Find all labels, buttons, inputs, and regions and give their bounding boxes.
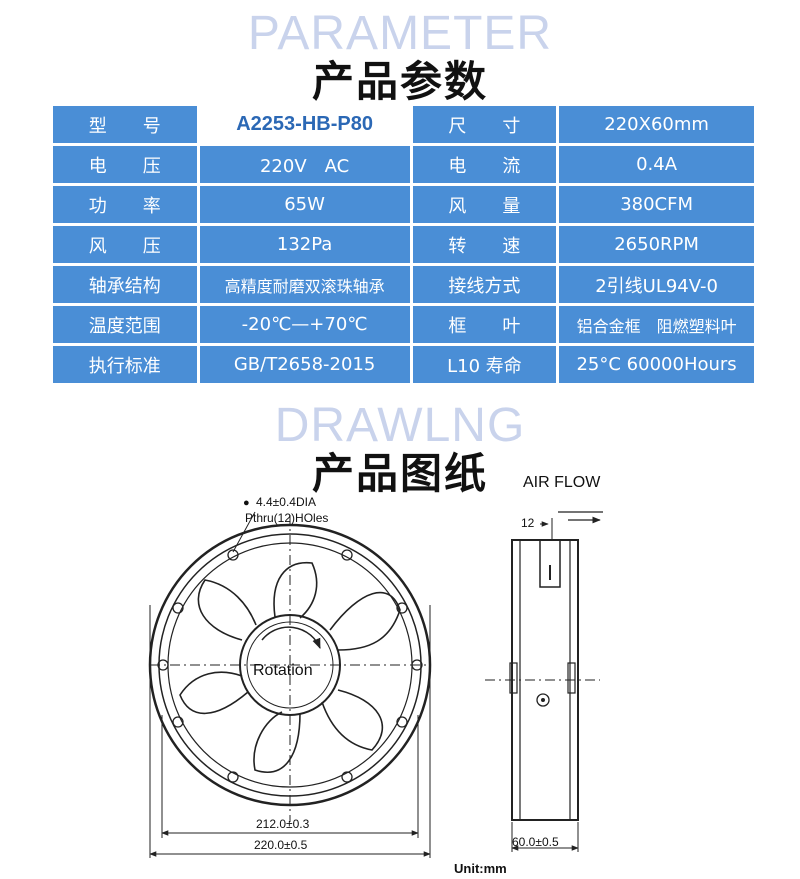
drawing-title: 产品图纸 [311,449,488,498]
spec-label-right: 电 流 [412,146,557,183]
parameter-watermark: PARAMETER [247,7,553,60]
spec-label-left: 风 压 [53,226,197,263]
spec-value-left: GB/T2658-2015 [199,346,410,383]
spec-label-right: L10 寿命 [412,346,557,383]
mounting-holes [157,549,423,783]
spec-label-right: 转 速 [412,226,557,263]
spec-value-left: 132Pa [199,226,410,263]
spec-value-right: 220X60mm [559,106,754,143]
fan-front-view [148,511,432,858]
dim-inner-diameter: 212.0±0.3 [256,817,310,831]
spec-value-left: 65W [199,186,410,223]
spec-label-right: 框 叶 [412,306,557,343]
spec-value-right: 2650RPM [559,226,754,263]
air-flow-label: AIR FLOW [523,474,601,491]
dim-side-12: 12 [521,516,535,530]
spec-value-left: -20℃—+70℃ [199,306,410,343]
hole-spec-bullet: ● [243,497,250,509]
unit-label: Unit:mm [454,861,507,876]
spec-label-right: 尺 寸 [412,106,557,143]
spec-label-right: 风 量 [412,186,557,223]
spec-value-right: 0.4A [559,146,754,183]
spec-label-left: 功 率 [53,186,197,223]
spec-label-left: 执行标准 [53,346,197,383]
dim-depth: 60.0±0.5 [512,835,559,849]
spec-label-left: 温度范围 [53,306,197,343]
spec-label-right: 接线方式 [412,266,557,303]
spec-value-right: 2引线UL94V-0 [559,266,754,303]
spec-value-left: A2253-HB-P80 [199,106,410,143]
hole-spec-line2: Pthru(12)HOles [245,511,328,525]
spec-value-left: 高精度耐磨双滚珠轴承 [199,266,410,303]
fan-blades [179,561,401,773]
spec-value-right: 25°C 60000Hours [559,346,754,383]
spec-value-left: 220V AC [199,146,410,183]
hole-spec-line1: 4.4±0.4DIA [256,495,316,509]
spec-value-right: 380CFM [559,186,754,223]
spec-label-left: 型 号 [53,106,197,143]
rotation-label: Rotation [253,662,313,679]
drawing-watermark: DRAWLNG [274,399,526,452]
spec-label-left: 电 压 [53,146,197,183]
dim-outer-diameter: 220.0±0.5 [254,838,308,852]
parameter-title: 产品参数 [311,57,488,106]
spec-value-right: 铝合金框 阻燃塑料叶 [559,306,754,343]
fan-side-view [485,511,603,852]
spec-label-left: 轴承结构 [53,266,197,303]
